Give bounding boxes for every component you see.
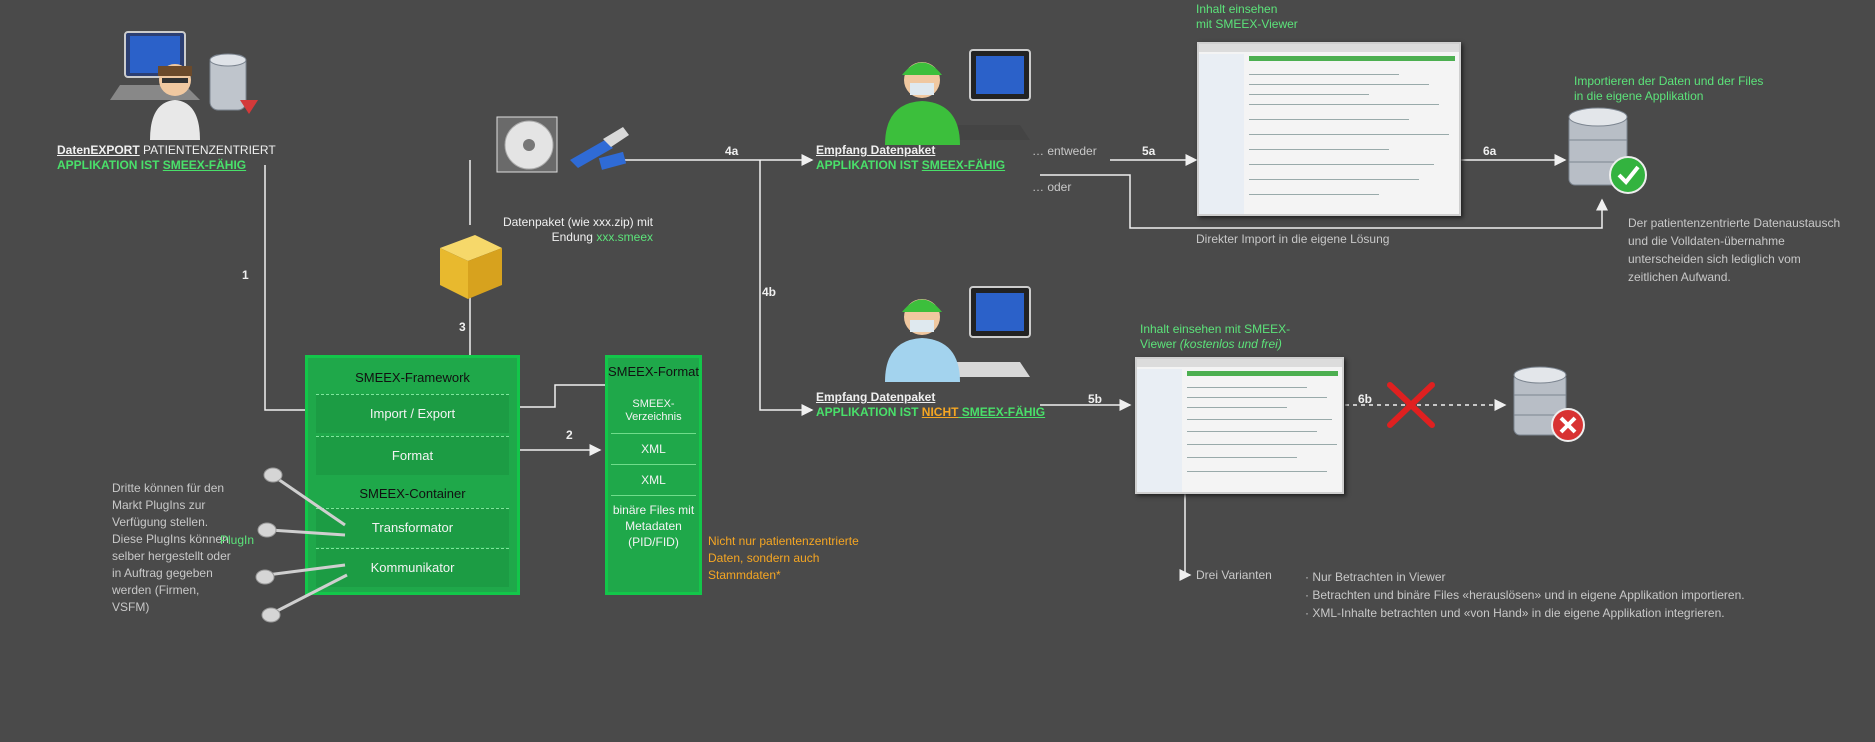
export-smeex-label: SMEEX-FÄHIG bbox=[162, 158, 247, 172]
transformator-cell: Transformator bbox=[316, 508, 509, 547]
empfang-b-title: Empfang Datenpaket bbox=[816, 390, 936, 404]
viewer-b-label: Inhalt einsehen mit SMEEX- Viewer (koste… bbox=[1140, 322, 1290, 352]
viewer-a-line1: Inhalt einsehen bbox=[1196, 2, 1278, 16]
export-app-label: APPLIKATION IST bbox=[57, 158, 163, 172]
package-label-line1: Datenpaket (wie xxx.zip) mit bbox=[502, 215, 653, 229]
format-box-title: SMEEX-Format bbox=[608, 364, 700, 379]
cd-usb-icon bbox=[495, 115, 635, 185]
viewer-b-line1: Inhalt einsehen mit SMEEX- bbox=[1140, 322, 1291, 336]
plugins-text: Dritte können für den Markt PlugIns zur … bbox=[112, 481, 231, 614]
viewer-screenshot-a bbox=[1197, 42, 1461, 216]
package-label: Datenpaket (wie xxx.zip) mit Endung xxx.… bbox=[490, 215, 653, 245]
kommunikator-cell: Kommunikator bbox=[316, 548, 509, 587]
empfang-b-smeex: SMEEX-FÄHIG bbox=[958, 405, 1046, 419]
edge-oder bbox=[1040, 174, 1608, 229]
empfang-a-label: Empfang Datenpaket APPLIKATION IST SMEEX… bbox=[816, 143, 1005, 173]
xml-cell-2: XML bbox=[611, 464, 696, 495]
empfang-a-smeex: SMEEX-FÄHIG bbox=[921, 158, 1006, 172]
edge-4b bbox=[759, 160, 814, 416]
smeex-format-box: SMEEX-Format SMEEX-Verzeichnis XML XML b… bbox=[605, 355, 702, 595]
binary-files-label: binäre Files mit Metadaten (PID/FID) bbox=[612, 503, 695, 549]
format-cell: Format bbox=[316, 436, 509, 475]
export-label: DatenEXPORT PATIENTENZENTRIERT APPLIKATI… bbox=[57, 143, 276, 173]
variante-1: · Nur Betrachten in Viewer bbox=[1305, 570, 1446, 584]
patient-note: Der patientenzentrierte Datenaustausch u… bbox=[1628, 216, 1841, 284]
viewer-a-line2: mit SMEEX-Viewer bbox=[1196, 17, 1298, 31]
step-5b: 5b bbox=[1088, 392, 1103, 406]
database-check-icon bbox=[1565, 105, 1655, 200]
xml-label-1: XML bbox=[641, 442, 666, 456]
step-4b: 4b bbox=[762, 285, 777, 299]
oder-label: … oder bbox=[1032, 180, 1072, 194]
format-label: Format bbox=[391, 448, 434, 463]
package-label-endung: Endung bbox=[551, 230, 597, 244]
red-cross-icon bbox=[1387, 382, 1435, 428]
database-error-icon bbox=[1510, 365, 1600, 450]
empfang-b-nicht: NICHT bbox=[921, 405, 959, 419]
viewer-b-free: (kostenlos und frei) bbox=[1179, 337, 1282, 351]
variante-3: · XML-Inhalte betrachten und «von Hand» … bbox=[1305, 606, 1725, 620]
import-label-line2: in die eigene Applikation bbox=[1574, 89, 1704, 103]
step-1: 1 bbox=[242, 268, 249, 282]
empfang-b-app: APPLIKATION IST bbox=[816, 405, 922, 419]
step-4a: 4a bbox=[725, 144, 739, 158]
edge-varianten bbox=[1179, 490, 1192, 581]
empfang-a-app: APPLIKATION IST bbox=[816, 158, 922, 172]
import-label: Importieren der Daten und der Files in d… bbox=[1574, 74, 1763, 104]
step-5a: 5a bbox=[1142, 144, 1156, 158]
step-3: 3 bbox=[459, 320, 466, 334]
import-label-line1: Importieren der Daten und der Files bbox=[1574, 74, 1764, 88]
xml-cell-1: XML bbox=[611, 433, 696, 464]
step-6a: 6a bbox=[1483, 144, 1497, 158]
kommunikator-label: Kommunikator bbox=[370, 560, 455, 575]
export-person-icon bbox=[90, 30, 270, 140]
varianten-list: · Nur Betrachten in Viewer · Betrachten … bbox=[1305, 568, 1745, 622]
entweder-label: … entweder bbox=[1032, 144, 1097, 158]
package-box-icon bbox=[430, 223, 510, 303]
smeex-framework-box: SMEEX-Framework Import / Export Format S… bbox=[305, 355, 520, 595]
viewer-screenshot-b bbox=[1135, 357, 1344, 494]
doctor-computer-icon-b bbox=[880, 282, 1040, 382]
direkter-import-label: Direkter Import in die eigene Lösung bbox=[1196, 232, 1390, 246]
edge-1 bbox=[264, 165, 324, 416]
package-extension: xxx.smeex bbox=[596, 230, 653, 244]
container-title: SMEEX-Container bbox=[359, 486, 466, 501]
import-export-cell: Import / Export bbox=[316, 394, 509, 433]
plugin-pins-icon bbox=[255, 465, 355, 625]
import-export-label: Import / Export bbox=[369, 406, 456, 421]
export-title-rest: PATIENTENZENTRIERT bbox=[139, 143, 276, 157]
variante-2: · Betrachten und binäre Files «herauslös… bbox=[1305, 588, 1745, 602]
step-6b: 6b bbox=[1358, 392, 1373, 406]
edge-format-back bbox=[485, 384, 605, 413]
empfang-a-title: Empfang Datenpaket bbox=[816, 143, 936, 157]
xml-label-2: XML bbox=[641, 473, 666, 487]
viewer-a-label: Inhalt einsehen mit SMEEX-Viewer bbox=[1196, 2, 1298, 32]
viewer-b-line2-a: Viewer bbox=[1140, 337, 1180, 351]
drei-varianten-label: Drei Varianten bbox=[1196, 568, 1272, 582]
binary-files-cell: binäre Files mit Metadaten (PID/FID) bbox=[611, 495, 696, 593]
export-title-strong: DatenEXPORT bbox=[57, 143, 140, 157]
stammdaten-note: Nicht nur patientenzentrierte Daten, son… bbox=[708, 534, 859, 582]
format-box-directory: SMEEX-Verzeichnis bbox=[625, 398, 682, 423]
plugin-label: PlugIn bbox=[220, 533, 255, 547]
transformator-label: Transformator bbox=[371, 520, 454, 535]
doctor-computer-icon-a bbox=[880, 45, 1040, 145]
step-2: 2 bbox=[566, 428, 573, 442]
framework-title: SMEEX-Framework bbox=[355, 370, 470, 385]
empfang-b-label: Empfang Datenpaket APPLIKATION IST NICHT… bbox=[816, 390, 1045, 420]
